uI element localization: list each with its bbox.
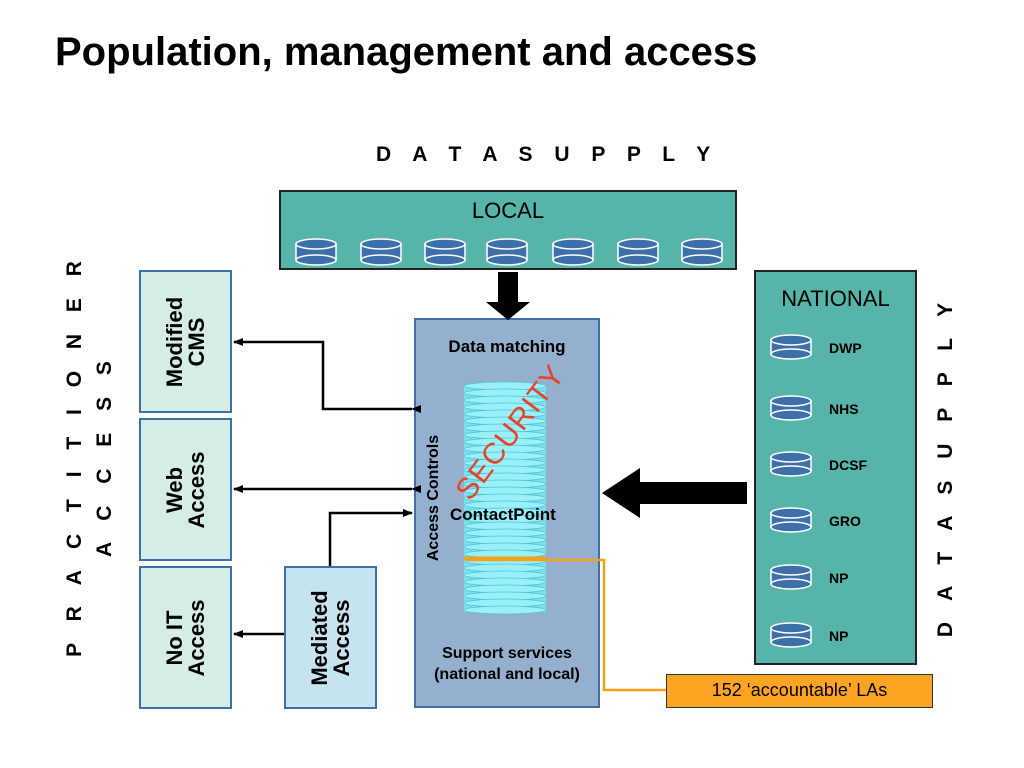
connector-mediated-access [328, 509, 413, 566]
data-matching-label: Data matching [448, 337, 566, 356]
connector-modified-cms [233, 338, 421, 413]
national-item-dwp: DWP [829, 340, 862, 356]
cylinder-disc [463, 605, 547, 615]
database-icon [552, 238, 594, 266]
contactpoint-label: ContactPoint [450, 505, 556, 524]
national-database-icons [770, 334, 812, 648]
contactpoint-cylinder [463, 381, 547, 615]
support-services-label: Support services (national and local) [414, 643, 600, 685]
web-access-box: Web Access [139, 418, 232, 561]
national-left-arrow [602, 468, 747, 518]
database-icon [770, 451, 812, 477]
database-icon [295, 238, 337, 266]
database-icon [770, 564, 812, 590]
database-icon [770, 622, 812, 648]
connector-accountable-las [466, 558, 666, 692]
national-item-nhs: NHS [829, 401, 859, 417]
national-item-gro: GRO [829, 513, 861, 529]
database-icon [770, 334, 812, 360]
database-icon [770, 395, 812, 421]
national-item-np-2: NP [829, 628, 849, 644]
local-label: LOCAL [471, 198, 545, 223]
local-database-icons [295, 238, 723, 266]
database-icon [360, 238, 402, 266]
database-icon [617, 238, 659, 266]
accountable-las-box: 152 ‘accountable’ LAs [666, 674, 933, 708]
local-down-arrow [486, 272, 530, 320]
national-item-dcsf: DCSF [829, 457, 868, 473]
mediated-access-box: Mediated Access [284, 566, 377, 709]
no-it-access-box: No IT Access [139, 566, 232, 709]
support-services-line-1: Support services [442, 645, 572, 662]
database-icon [770, 507, 812, 533]
page-title: Population, management and access [55, 30, 758, 74]
support-services-line-2: (national and local) [434, 666, 580, 683]
national-item-np-1: NP [829, 570, 849, 586]
database-icon [681, 238, 723, 266]
data-supply-top-label: D A T A S U P P L Y [376, 143, 719, 166]
database-icon [424, 238, 466, 266]
database-icon [486, 238, 528, 266]
national-label: NATIONAL [781, 286, 890, 311]
modified-cms-box: Modified CMS [139, 270, 232, 413]
